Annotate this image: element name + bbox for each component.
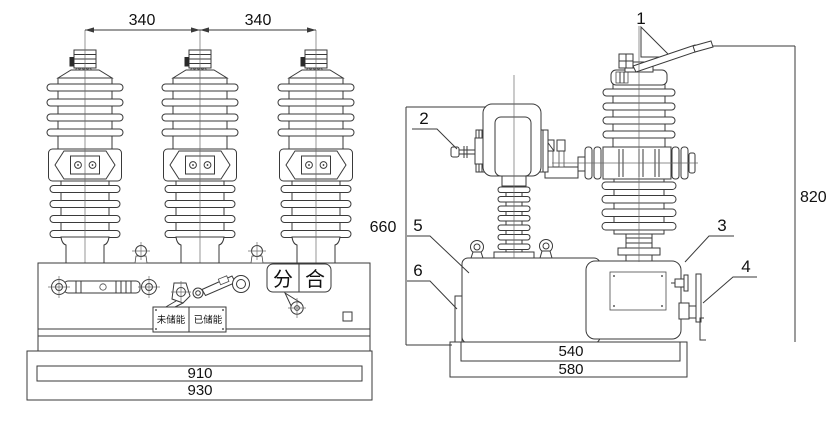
callout-5: 5: [413, 216, 422, 235]
side-plate-item6: [454, 295, 463, 343]
callout-6: 6: [413, 261, 422, 280]
top-lever: [618, 25, 714, 73]
dim-base-540: 540: [558, 343, 583, 360]
top-bolt-right: [248, 242, 266, 264]
dim-base-930: 930: [187, 382, 212, 399]
linkage-bar: [48, 276, 160, 298]
callouts: 1 2 3 4 5 6: [407, 9, 757, 310]
plate-charged-label: 已储能: [194, 314, 223, 326]
front-mechanism-box: 分 合 未储能 已储能: [37, 242, 371, 352]
dim-820: 820: [713, 45, 827, 342]
dim-base-580: 580: [558, 361, 583, 378]
drive-assembly: [450, 103, 549, 259]
indicator-open-label: 分: [273, 268, 293, 291]
indicator-close-label: 合: [305, 268, 325, 291]
side-mechanism-box: [461, 257, 601, 344]
energy-state-plate: 未储能 已储能: [152, 306, 227, 333]
plate-not-charged-label: 未储能: [157, 314, 186, 326]
front-view: 340 340: [26, 12, 373, 401]
front-pitch-dimension: 340 340: [85, 12, 316, 33]
side-view: 540 580 660 820 1 2 3 4 5: [370, 9, 827, 378]
callout-3: 3: [717, 216, 726, 235]
front-base: 910 930: [26, 350, 373, 401]
callout-1: 1: [636, 9, 645, 28]
terminal-rod: [450, 146, 460, 158]
front-centre-lines: [84, 30, 317, 266]
dim-660: 660: [370, 106, 486, 346]
charging-cam-linkage: [163, 275, 250, 309]
lifting-eyes: [470, 239, 553, 259]
side-centre-lines: [513, 26, 698, 262]
dim-pitch-left: 340: [129, 12, 156, 29]
dim-660-label: 660: [370, 219, 397, 236]
dim-base-910: 910: [187, 365, 212, 382]
open-close-indicator: 分 合: [266, 263, 332, 318]
callout-2: 2: [419, 109, 428, 128]
callout-4: 4: [741, 257, 750, 276]
dim-pitch-right: 340: [245, 12, 272, 29]
pole-support-box: [585, 260, 682, 340]
side-base: 540 580: [449, 341, 688, 378]
dim-820-label: 820: [800, 189, 827, 206]
box-small-port: [342, 311, 353, 322]
manual-shafts: [671, 273, 706, 341]
top-bolt-left: [132, 242, 150, 264]
